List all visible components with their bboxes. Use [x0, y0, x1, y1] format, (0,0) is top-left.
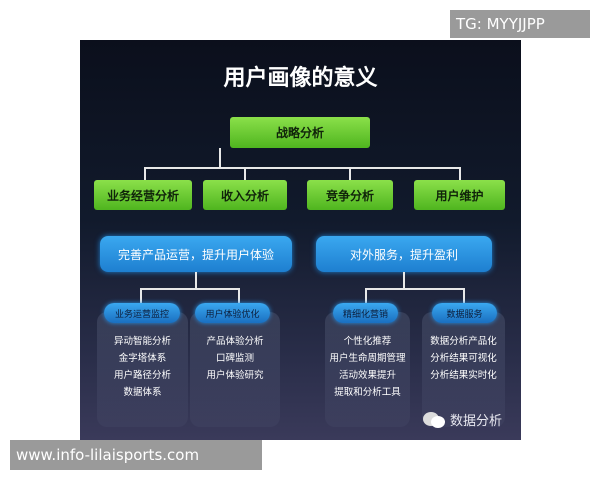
list-item: 活动效果提升: [338, 370, 396, 381]
list-item: 口碑监测: [215, 353, 254, 364]
group-label-precision-marketing: 精细化营销: [333, 303, 398, 323]
node-revenue: 收入分析: [203, 180, 287, 210]
connector: [244, 167, 246, 180]
list-item: 数据分析产品化: [430, 336, 497, 347]
list-item: 异动智能分析: [113, 336, 171, 347]
connector: [140, 288, 240, 290]
list-item: 个性化推荐: [343, 336, 392, 347]
connector: [463, 288, 465, 303]
node-product-ops: 完善产品运营，提升用户体验: [100, 236, 292, 272]
group-list: 数据分析产品化 分析结果可视化 分析结果实时化: [422, 333, 505, 384]
connector: [144, 167, 146, 180]
group-card: [422, 312, 505, 427]
list-item: 分析结果实时化: [430, 370, 497, 381]
group-card: [325, 312, 410, 427]
watermark-top: TG: MYYJJPP: [450, 10, 590, 38]
group-label-ux-optimization: 用户体验优化: [195, 303, 270, 323]
node-business: 业务经营分析: [94, 180, 192, 210]
list-item: 用户体验研究: [206, 370, 264, 381]
connector: [144, 167, 461, 169]
node-competition: 竞争分析: [307, 180, 393, 210]
node-retention: 用户维护: [414, 180, 505, 210]
list-item: 用户生命周期管理: [329, 353, 406, 364]
connector: [140, 288, 142, 303]
group-card: [190, 312, 280, 427]
list-item: 提取和分析工具: [334, 387, 401, 398]
wechat-icon: [423, 411, 445, 428]
brand-mark: 数据分析: [422, 410, 502, 429]
watermark-bottom: www.info-lilaisports.com: [10, 440, 262, 470]
connector: [195, 272, 197, 288]
diagram-title: 用户画像的意义: [223, 66, 378, 91]
brand-text: 数据分析: [450, 414, 503, 429]
connector: [459, 167, 461, 180]
node-external-service: 对外服务，提升盈利: [316, 236, 492, 272]
connector: [403, 272, 405, 288]
connector: [349, 167, 351, 180]
connector: [365, 288, 367, 303]
group-label-data-service: 数据服务: [432, 303, 497, 323]
group-list: 个性化推荐 用户生命周期管理 活动效果提升 提取和分析工具: [320, 333, 415, 401]
group-list: 产品体验分析 口碑监测 用户体验研究: [190, 333, 280, 384]
group-list: 异动智能分析 金字塔体系 用户路径分析 数据体系: [97, 333, 188, 401]
list-item: 产品体验分析: [206, 336, 264, 347]
list-item: 金字塔体系: [118, 353, 167, 364]
connector: [238, 288, 240, 303]
root-node: 战略分析: [230, 117, 370, 148]
list-item: 分析结果可视化: [430, 353, 497, 364]
connector: [365, 288, 465, 290]
connector: [219, 148, 221, 167]
diagram-image: 用户画像的意义 战略分析 业务经营分析 收入分析 竞争分析 用户维护 完善产品运…: [80, 40, 521, 440]
group-label-ops-monitoring: 业务运营监控: [104, 303, 180, 323]
group-card: [97, 312, 188, 427]
list-item: 数据体系: [123, 387, 162, 398]
list-item: 用户路径分析: [113, 370, 171, 381]
